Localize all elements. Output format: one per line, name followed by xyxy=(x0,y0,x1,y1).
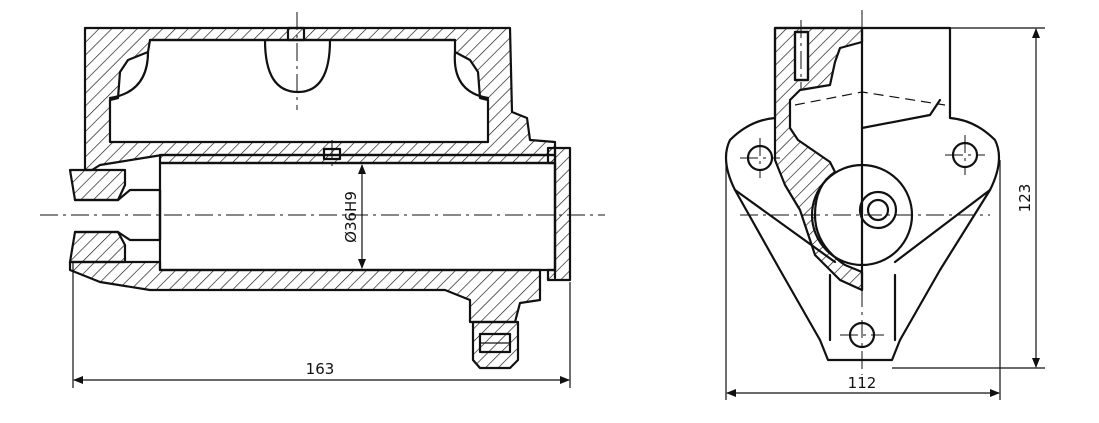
bore-wall-top xyxy=(158,153,557,165)
upper-housing-section xyxy=(83,26,557,172)
side-outer-profile xyxy=(724,26,1001,362)
width-label: 112 xyxy=(848,374,877,392)
inlet-boss-section xyxy=(68,168,127,202)
right-flange-section xyxy=(546,146,572,282)
length-label: 163 xyxy=(306,360,335,378)
inner-port-circle xyxy=(858,190,898,230)
height-label: 123 xyxy=(1016,184,1034,213)
hidden-cavity xyxy=(794,91,946,106)
inlet-boss-section-lower xyxy=(68,230,127,264)
top-tapped-hole xyxy=(286,26,306,42)
upper-cavity xyxy=(108,38,490,100)
bore-diameter-label: Ø36H9 xyxy=(342,191,360,243)
side-view: 112 123 xyxy=(724,10,1045,400)
front-view: Ø36H9 163 xyxy=(40,12,605,388)
